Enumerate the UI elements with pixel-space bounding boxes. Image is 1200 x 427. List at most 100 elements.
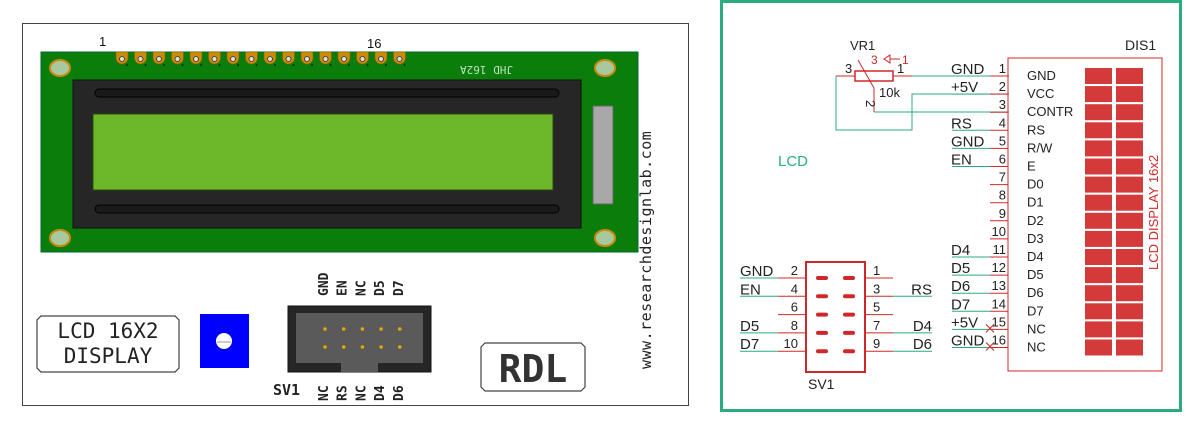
- char-block: [1116, 122, 1143, 139]
- connector-bottom-label: NC: [354, 385, 369, 401]
- module-pin-hole: [359, 56, 366, 62]
- mounting-hole: [594, 229, 616, 247]
- header-pin-number: 10: [784, 336, 798, 351]
- char-block: [1116, 176, 1143, 193]
- display-pin-name: VCC: [1027, 86, 1054, 101]
- display-pin-name: NC: [1027, 321, 1046, 336]
- net-label: D7: [951, 296, 970, 313]
- display-pin-number: 16: [992, 333, 1006, 348]
- pin-16-label: 16: [367, 36, 381, 51]
- net-label: D5: [740, 318, 759, 335]
- connector-bottom-label: D6: [392, 385, 407, 401]
- connector-bottom-label: D4: [373, 385, 388, 401]
- char-block: [1085, 339, 1112, 356]
- mounting-hole: [49, 229, 71, 247]
- module-drawing-panel: 1 16 JHD 162A www.researchdesignlab.com …: [22, 23, 689, 406]
- display-pin-number: 1: [999, 61, 1006, 76]
- header-pin-pad: [816, 276, 828, 280]
- module-pin-dot: [181, 64, 184, 66]
- header-pin-pad: [843, 276, 855, 280]
- header-symbol-body: [805, 261, 866, 373]
- display-pin-number: 13: [992, 278, 1006, 293]
- module-pin-dot: [292, 64, 295, 66]
- pot-knob-icon: [216, 333, 232, 349]
- idc-pins: [323, 327, 402, 349]
- header-pin-number: 3: [873, 281, 880, 296]
- connector-top-label-group: GND: [317, 272, 332, 296]
- display-pin-number: 8: [999, 188, 1006, 203]
- display-pin-name: R/W: [1027, 140, 1053, 155]
- char-block: [1085, 230, 1112, 247]
- idc-key-notch: [341, 363, 378, 372]
- pot-wiper-icon: [857, 59, 875, 89]
- module-pin-hole: [156, 56, 162, 62]
- display-char-blocks: [1085, 68, 1143, 356]
- idc-pin: [398, 327, 402, 331]
- connector-top-label: EN: [336, 280, 351, 296]
- char-block: [1116, 230, 1143, 247]
- char-block: [1085, 104, 1112, 121]
- display-pin-name: D5: [1027, 267, 1044, 282]
- display-pin-number: 9: [999, 206, 1006, 221]
- display-pin-name: D3: [1027, 231, 1044, 246]
- pot-name: VR1: [850, 38, 875, 53]
- mounting-hole: [594, 59, 616, 77]
- net-label: D4: [913, 318, 932, 335]
- module-pin-dot: [144, 64, 147, 66]
- connector-bottom-label: NC: [317, 385, 332, 401]
- header-pin-number: 4: [791, 281, 798, 296]
- net-label: GND: [951, 133, 985, 150]
- pot-value: 10k: [879, 85, 900, 100]
- display-pin-name: GND: [1027, 68, 1056, 83]
- connector-bottom-label-group: NC: [354, 385, 369, 401]
- header-pin-number: 2: [791, 263, 798, 278]
- display-pin-number: 5: [999, 133, 1006, 148]
- backlight-tab: [592, 105, 614, 205]
- pot-arrow-label-1: 1: [902, 53, 909, 67]
- pot-pin-1-label: 1: [897, 61, 904, 76]
- net-label: GND: [951, 61, 985, 78]
- net-label: +5V: [951, 79, 978, 96]
- module-pin-hole: [396, 56, 403, 62]
- module-pin-hole: [193, 56, 199, 62]
- char-block: [1085, 176, 1112, 193]
- module-pin-dot: [163, 64, 165, 66]
- char-block: [1116, 267, 1143, 284]
- connector-bottom-label-group: RS: [336, 385, 351, 401]
- module-pin-dot: [237, 64, 239, 66]
- char-block: [1085, 158, 1112, 175]
- module-pin-hole: [341, 56, 347, 62]
- connector-top-label: NC: [354, 280, 369, 296]
- display-pin-number: 11: [993, 242, 1007, 257]
- pot-arrow-icon: [883, 54, 900, 64]
- display-pin-number: 7: [999, 170, 1006, 185]
- display-pin-number: 3: [999, 97, 1006, 112]
- net-label: EN: [951, 152, 972, 169]
- pot-pin-2-label: 2: [863, 100, 878, 107]
- module-pin-dot: [200, 64, 202, 66]
- header-pin-pad: [843, 312, 855, 317]
- module-pin-hole: [230, 56, 236, 62]
- char-block: [1116, 194, 1143, 211]
- connector-top-label: GND: [317, 272, 332, 296]
- header-pin-number: 6: [791, 300, 798, 315]
- char-block: [1116, 303, 1143, 320]
- char-block: [1085, 249, 1112, 265]
- module-pin-hole: [137, 56, 144, 62]
- char-block: [1085, 68, 1112, 84]
- display-pin-number: 6: [999, 152, 1006, 167]
- module-pin-dot: [329, 64, 332, 66]
- char-block: [1085, 321, 1112, 338]
- connector-top-label-group: EN: [336, 280, 351, 296]
- rdl-logo-text: RDL: [499, 347, 568, 391]
- display-pin-number: 14: [992, 296, 1006, 311]
- module-pin-dot: [126, 64, 128, 66]
- idc-pin: [360, 345, 365, 349]
- header-pin-pad: [816, 294, 828, 299]
- char-block: [1085, 267, 1112, 284]
- wire: [835, 76, 1009, 131]
- header-pin-number: 8: [791, 318, 798, 333]
